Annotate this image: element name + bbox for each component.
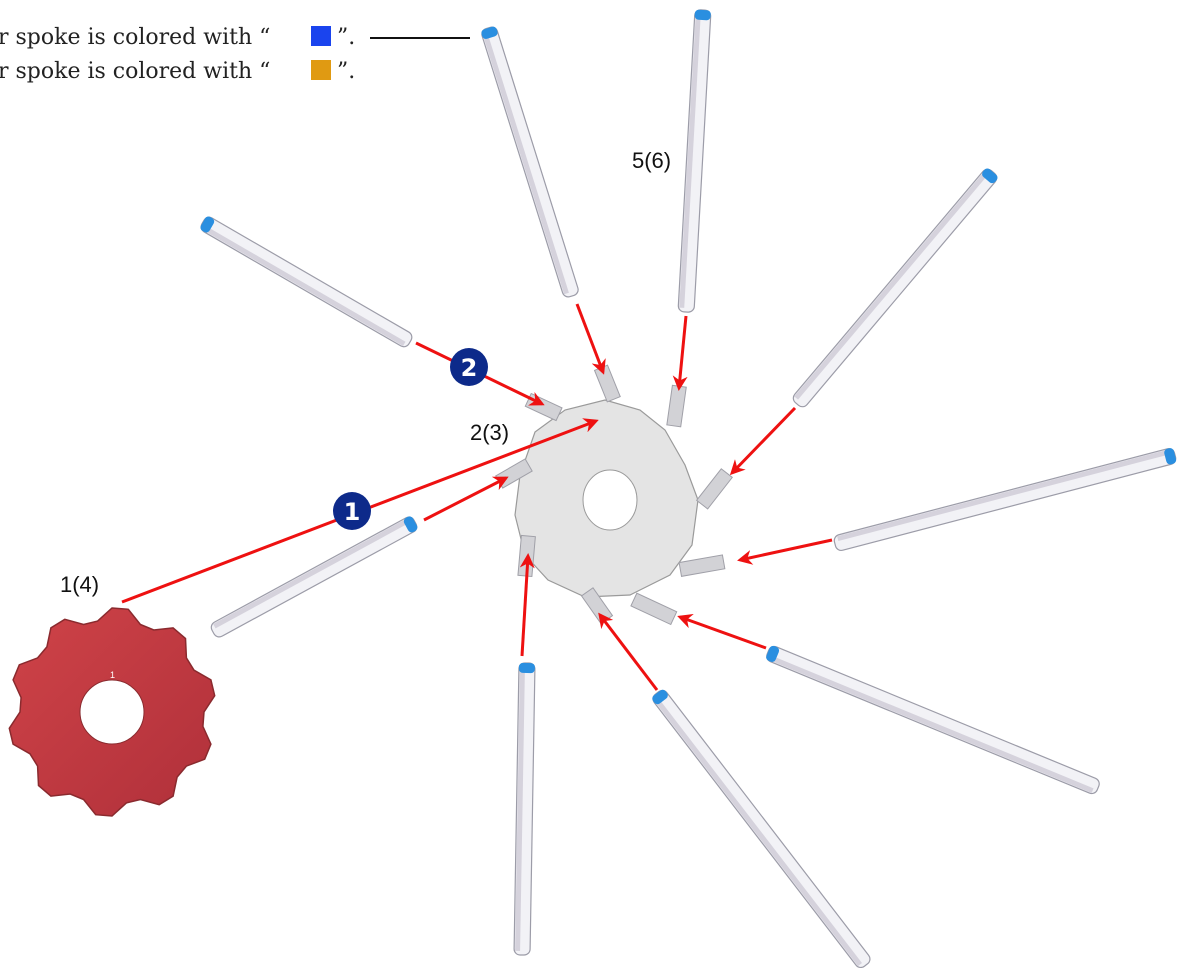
assembly-arrow	[598, 612, 659, 691]
assembly-arrow	[575, 303, 606, 375]
assembly-arrow	[737, 538, 833, 565]
spoke-shade	[794, 170, 989, 400]
red-hub-hole	[79, 679, 145, 745]
legend-line-1-end: ”.	[337, 25, 355, 50]
spoke-shade	[515, 666, 525, 951]
spoke	[513, 662, 536, 956]
step-number-2: 2	[461, 354, 478, 382]
grey-hub-hole	[582, 469, 638, 531]
spoke-tip	[200, 216, 215, 233]
legend-line-2: r spoke is colored with “	[0, 59, 270, 84]
step-circle-2	[450, 348, 488, 386]
spoke-body	[652, 689, 871, 968]
spoke	[833, 447, 1177, 552]
spoke-tip	[1164, 448, 1177, 465]
spoke	[792, 168, 998, 408]
spoke-shade	[213, 517, 411, 629]
spoke	[766, 645, 1100, 795]
spoke-shade	[653, 697, 862, 967]
assembly-arrow	[672, 315, 688, 391]
spoke-tip	[766, 645, 780, 662]
step-marker-2: 2	[450, 348, 488, 386]
legend: r spoke is colored with “ ”. r spoke is …	[0, 25, 470, 84]
spoke-tip	[694, 9, 711, 21]
legend-swatch-orange	[311, 60, 331, 80]
spoke-tip	[403, 516, 418, 533]
step-marker-1: 1	[333, 492, 371, 530]
red-hub: 1	[8, 607, 216, 817]
spoke-shade	[837, 449, 1171, 542]
assembly-arrow	[423, 476, 509, 522]
spoke-tip	[652, 689, 668, 705]
assembly-arrow	[677, 614, 767, 650]
legend-line-1: r spoke is colored with “	[0, 25, 270, 50]
assembly-arrow	[729, 406, 797, 476]
spoke-body	[792, 168, 998, 408]
spoke-tip	[481, 26, 498, 39]
label-spoke: 5(6)	[632, 148, 671, 173]
spoke-shade	[769, 655, 1094, 793]
spoke	[481, 26, 579, 298]
spoke-tip	[982, 168, 998, 184]
spokes	[200, 9, 1177, 968]
step-number-1: 1	[344, 498, 361, 526]
spoke-tip	[518, 662, 535, 674]
spoke	[200, 216, 413, 348]
legend-swatch-blue	[311, 26, 331, 46]
spoke	[210, 516, 418, 638]
spoke	[652, 689, 871, 968]
label-grey-hub: 2(3)	[470, 420, 509, 445]
label-red-hub: 1(4)	[60, 572, 99, 597]
grey-hub	[495, 364, 733, 626]
spoke-shade	[679, 13, 701, 308]
legend-line-2-end: ”.	[337, 59, 355, 84]
red-hub-mark: 1	[110, 670, 115, 680]
spoke-shade	[202, 225, 406, 347]
assembly-arrow	[519, 553, 535, 657]
step-circle-1	[333, 492, 371, 530]
spoke	[677, 9, 712, 313]
spoke-shade	[482, 32, 569, 295]
